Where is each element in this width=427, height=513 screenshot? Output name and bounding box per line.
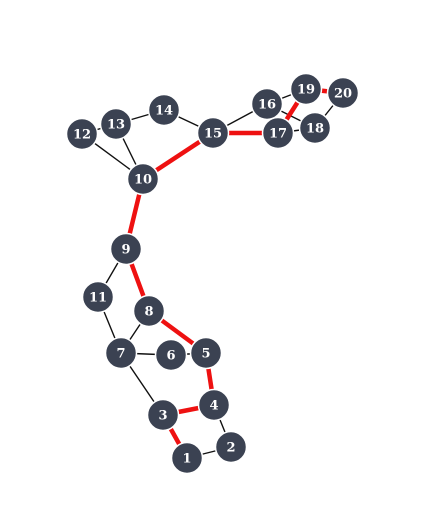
node-6: 6 bbox=[154, 338, 188, 372]
node-label: 8 bbox=[144, 305, 153, 320]
node-circle bbox=[146, 398, 180, 432]
node-label: 1 bbox=[182, 452, 191, 467]
node-18: 18 bbox=[298, 111, 332, 145]
node-label: 16 bbox=[258, 98, 276, 113]
node-circle bbox=[261, 116, 295, 150]
node-label: 7 bbox=[116, 347, 125, 362]
node-19: 19 bbox=[289, 72, 323, 106]
node-13: 13 bbox=[99, 107, 133, 141]
node-label: 11 bbox=[89, 291, 107, 306]
node-circle bbox=[65, 117, 99, 151]
node-circle bbox=[250, 87, 284, 121]
node-3: 3 bbox=[146, 398, 180, 432]
node-label: 3 bbox=[158, 409, 167, 424]
node-circle bbox=[154, 338, 188, 372]
node-label: 19 bbox=[297, 83, 315, 98]
node-1: 1 bbox=[170, 441, 204, 475]
node-label: 18 bbox=[306, 122, 324, 137]
node-label: 17 bbox=[269, 127, 287, 142]
node-label: 9 bbox=[121, 243, 130, 258]
node-circle bbox=[132, 294, 166, 328]
node-label: 6 bbox=[166, 349, 175, 364]
node-label: 5 bbox=[201, 347, 210, 362]
node-11: 11 bbox=[81, 280, 115, 314]
node-label: 4 bbox=[209, 399, 218, 414]
node-label: 13 bbox=[107, 118, 125, 133]
node-circle bbox=[214, 430, 248, 464]
node-circle bbox=[104, 336, 138, 370]
node-5: 5 bbox=[189, 336, 223, 370]
node-circle bbox=[289, 72, 323, 106]
node-circle bbox=[170, 441, 204, 475]
node-15: 15 bbox=[196, 116, 230, 150]
node-circle bbox=[197, 388, 231, 422]
node-20: 20 bbox=[326, 76, 360, 110]
node-12: 12 bbox=[65, 117, 99, 151]
node-circle bbox=[298, 111, 332, 145]
node-circle bbox=[109, 232, 143, 266]
node-circle bbox=[326, 76, 360, 110]
node-16: 16 bbox=[250, 87, 284, 121]
node-label: 20 bbox=[334, 87, 352, 102]
node-7: 7 bbox=[104, 336, 138, 370]
node-2: 2 bbox=[214, 430, 248, 464]
node-circle bbox=[81, 280, 115, 314]
node-label: 14 bbox=[155, 104, 173, 119]
node-circle bbox=[147, 93, 181, 127]
node-circle bbox=[126, 162, 160, 196]
node-8: 8 bbox=[132, 294, 166, 328]
node-17: 17 bbox=[261, 116, 295, 150]
node-14: 14 bbox=[147, 93, 181, 127]
node-label: 10 bbox=[134, 173, 152, 188]
node-label: 2 bbox=[226, 441, 235, 456]
node-9: 9 bbox=[109, 232, 143, 266]
node-circle bbox=[99, 107, 133, 141]
node-label: 15 bbox=[204, 127, 222, 142]
node-10: 10 bbox=[126, 162, 160, 196]
node-4: 4 bbox=[197, 388, 231, 422]
node-label: 12 bbox=[73, 128, 91, 143]
node-circle bbox=[196, 116, 230, 150]
node-circle bbox=[189, 336, 223, 370]
